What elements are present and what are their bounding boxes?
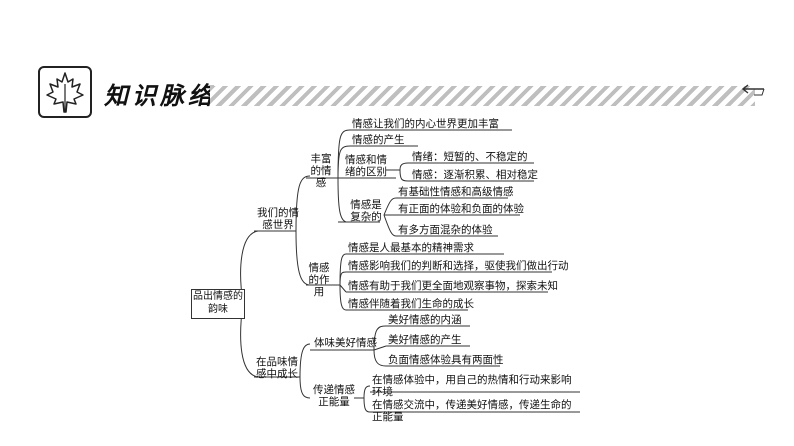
leaf-influence-judgment: 情感影响我们的判断和选择，驱使我们做出行动 xyxy=(348,260,569,272)
leaf-good-meaning: 美好情感的内涵 xyxy=(388,314,462,326)
node-good-emotion: 体味美好情感 xyxy=(314,337,377,349)
branch-growth: 在品味情感中成长 xyxy=(256,356,298,380)
leaf-life-growth: 情感伴随着我们生命的成长 xyxy=(348,298,474,310)
leaf-observe-explore: 情感有助于我们更全面地观察事物，探索未知 xyxy=(348,280,558,292)
node-emotion-role: 情感的作用 xyxy=(308,262,330,298)
node-pass-energy: 传递情感正能量 xyxy=(313,384,355,408)
leaf-enrich-inner-world: 情感让我们的内心世界更加丰富 xyxy=(352,118,499,130)
back-arrow-icon[interactable] xyxy=(740,82,766,96)
leaf-emotion-origin: 情感的产生 xyxy=(352,134,405,146)
node-rich-emotion: 丰富的情感 xyxy=(310,153,332,189)
section-header: 知识脉络 xyxy=(0,0,794,120)
leaf-pass-positive-energy: 在情感交流中，传递美好情感，传递生命的正能量 xyxy=(372,399,572,423)
leaf-basic-need: 情感是人最基本的精神需求 xyxy=(348,242,474,254)
leaf-good-origin: 美好情感的产生 xyxy=(388,334,462,346)
section-title: 知识脉络 xyxy=(104,82,216,110)
branch-emotion-world: 我们的情感世界 xyxy=(257,207,299,231)
decorative-stripe xyxy=(210,86,755,106)
leaf-positive-negative: 有正面的体验和负面的体验 xyxy=(398,203,524,215)
maple-leaf-icon xyxy=(38,66,92,118)
node-emotion-vs-mood: 情感和情绪的区别 xyxy=(345,154,387,178)
leaf-mixed-experience: 有多方面混杂的体验 xyxy=(398,224,493,236)
leaf-negative-two-sides: 负面情感体验具有两面性 xyxy=(388,354,504,366)
leaf-basic-advanced: 有基础性情感和高级情感 xyxy=(398,186,514,198)
leaf-emotion-trait: 情感：逐渐积累、相对稳定 xyxy=(412,169,538,181)
leaf-mood-trait: 情绪：短暂的、不稳定的 xyxy=(412,151,528,163)
mindmap-root: 品出情感的韵味 xyxy=(191,289,245,319)
node-emotion-complex: 情感是复杂的 xyxy=(350,199,382,223)
leaf-influence-environment: 在情感体验中，用自己的热情和行动来影响环境 xyxy=(372,374,572,398)
